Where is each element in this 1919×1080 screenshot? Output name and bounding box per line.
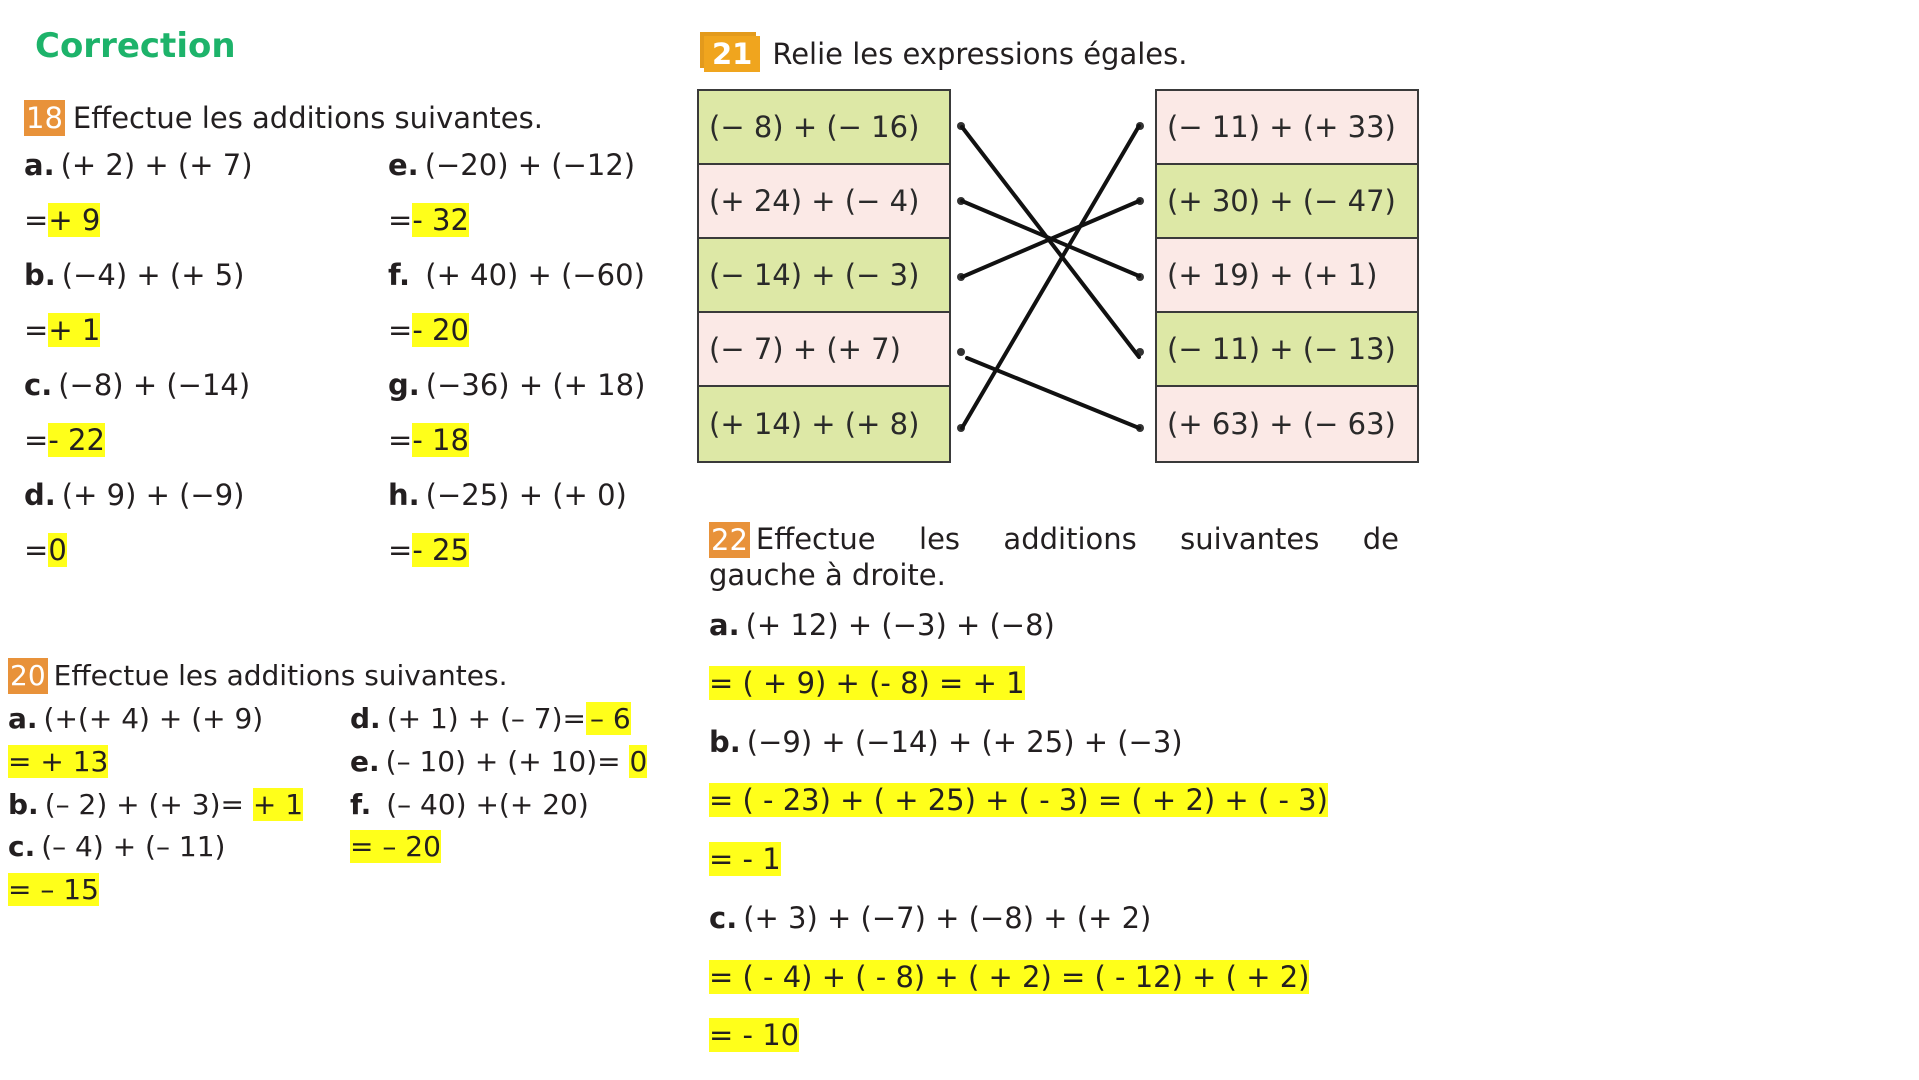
ex20-answer-f: = – 20 xyxy=(350,830,441,863)
ex18-answer-b: =+ 1 xyxy=(24,313,101,347)
ex20-item-b: b.(– 2) + (+ 3)= + 1 xyxy=(8,788,304,821)
ex18-number-badge: 18 xyxy=(24,100,65,136)
ex18-answer-f: =- 20 xyxy=(388,313,469,347)
ex22-step-c-2: = - 10 xyxy=(709,1018,800,1052)
ex20-item-e: e.(– 10) + (+ 10)= 0 xyxy=(350,745,648,778)
ex22-item-c: c.(+ 3) + (−7) + (−8) + (+ 2) xyxy=(709,901,1152,935)
ex18-item-f: f. (+ 40) + (−60) xyxy=(388,258,645,292)
ex20-item-f: f. (– 40) +(+ 20) xyxy=(350,788,589,821)
ex22-heading: 22 Effectue les additions suivantes de xyxy=(709,522,1399,558)
ex21-number-badge: 21 xyxy=(704,36,761,72)
ex21-right-cell[interactable]: (+ 19) + (+ 1) xyxy=(1157,239,1417,313)
ex22-step-b-2: = - 1 xyxy=(709,842,781,876)
page-title: Correction xyxy=(35,26,236,66)
ex21-left-cell[interactable]: (+ 14) + (+ 8) xyxy=(699,387,949,461)
ex22-step-b-1: = ( - 23) + ( + 25) + ( - 3) = ( + 2) + … xyxy=(709,783,1328,817)
ex21-instruction: Relie les expressions égales. xyxy=(772,37,1188,71)
ex18-answer-e: =- 32 xyxy=(388,203,469,237)
left-dot xyxy=(957,348,965,356)
ex18-answer-c: =- 22 xyxy=(24,423,105,457)
ex20-answer-a: = + 13 xyxy=(8,745,109,778)
ex18-answer-g: =- 18 xyxy=(388,423,469,457)
ex21-right-cell[interactable]: (− 11) + (− 13) xyxy=(1157,313,1417,387)
ex20-item-a: a.(+(+ 4) + (+ 9) xyxy=(8,702,264,735)
ex21-left-column: (− 8) + (− 16) (+ 24) + (− 4) (− 14) + (… xyxy=(697,89,951,463)
ex18-answer-h: =- 25 xyxy=(388,533,469,567)
ex21-left-cell[interactable]: (− 8) + (− 16) xyxy=(699,91,949,165)
ex18-item-g: g.(−36) + (+ 18) xyxy=(388,368,646,402)
ex18-item-h: h.(−25) + (+ 0) xyxy=(388,478,627,512)
ex21-left-cell[interactable]: (− 14) + (− 3) xyxy=(699,239,949,313)
ex18-item-c: c.(−8) + (−14) xyxy=(24,368,251,402)
ex21-right-cell[interactable]: (+ 63) + (− 63) xyxy=(1157,387,1417,461)
ex20-instruction: Effectue les additions suivantes. xyxy=(53,659,508,692)
ex18-item-e: e.(−20) + (−12) xyxy=(388,148,636,182)
ex21-right-cell[interactable]: (+ 30) + (− 47) xyxy=(1157,165,1417,239)
ex22-instruction-line2: gauche à droite. xyxy=(709,558,946,592)
ex18-answer-a: =+ 9 xyxy=(24,203,101,237)
ex18-item-b: b.(−4) + (+ 5) xyxy=(24,258,245,292)
ex21-left-cell[interactable]: (− 7) + (+ 7) xyxy=(699,313,949,387)
ex21-left-cell[interactable]: (+ 24) + (− 4) xyxy=(699,165,949,239)
ex18-item-d: d.(+ 9) + (−9) xyxy=(24,478,245,512)
ex22-step-c-1: = ( - 4) + ( - 8) + ( + 2) = ( - 12) + (… xyxy=(709,960,1310,994)
ex22-step-a-1: = ( + 9) + (- 8) = + 1 xyxy=(709,666,1025,700)
ex21-right-cell[interactable]: (− 11) + (+ 33) xyxy=(1157,91,1417,165)
ex22-item-b: b.(−9) + (−14) + (+ 25) + (−3) xyxy=(709,725,1183,759)
ex20-answer-c: = – 15 xyxy=(8,873,99,906)
ex22-instruction-line1: Effectue les additions suivantes de xyxy=(755,522,1399,556)
ex22-item-a: a.(+ 12) + (−3) + (−8) xyxy=(709,608,1055,642)
ex18-answer-d: =0 xyxy=(24,533,67,567)
ex18-item-a: a.(+ 2) + (+ 7) xyxy=(24,148,253,182)
ex21-right-column: (− 11) + (+ 33) (+ 30) + (− 47) (+ 19) +… xyxy=(1155,89,1419,463)
ex22-number-badge: 22 xyxy=(709,522,750,558)
ex20-number-badge: 20 xyxy=(8,658,48,694)
ex21-heading: 21 Relie les expressions égales. xyxy=(704,36,1187,72)
ex20-item-c: c.(– 4) + (– 11) xyxy=(8,830,226,863)
ex20-item-d: d.(+ 1) + (– 7)=– 6 xyxy=(350,702,631,735)
ex18-instruction: Effectue les additions suivantes. xyxy=(72,101,543,135)
